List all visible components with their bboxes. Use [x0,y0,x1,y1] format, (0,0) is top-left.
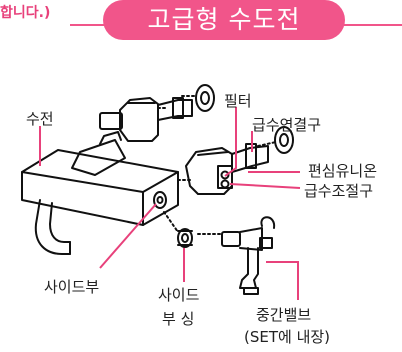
right-supply-assembly [177,126,294,195]
label-filter: 필터 [224,92,252,110]
label-supply-connector: 급수연결구 [252,116,322,134]
upper-supply-assembly [99,84,215,142]
leader-filter [224,107,237,177]
page-title: 고급형 수도전 [103,0,345,40]
header-line-right [344,24,402,26]
label-supply-regulator: 급수조절구 [304,182,374,200]
leader-side-part [99,203,157,269]
label-side-fitting-line1: 사이드 [158,286,200,304]
leader-supply-regulator [229,183,301,189]
leader-lines [39,107,301,300]
label-eccentric-union: 편심유니온 [308,162,378,180]
header-line-left [70,24,104,26]
label-faucet: 수전 [26,110,54,128]
middle-valve-part [197,216,276,295]
label-middle-valve: 중간밸브 [256,306,312,324]
label-middle-valve-note: (SET에 내장) [244,328,331,346]
side-bushing-part [163,211,193,248]
label-side-part: 사이드부 [44,278,100,296]
leader-middle-valve [266,261,299,300]
header-fragment-text: 합니다.) [0,5,51,21]
faucet-body [21,131,179,255]
label-side-fitting-line2: 부 싱 [162,310,195,328]
